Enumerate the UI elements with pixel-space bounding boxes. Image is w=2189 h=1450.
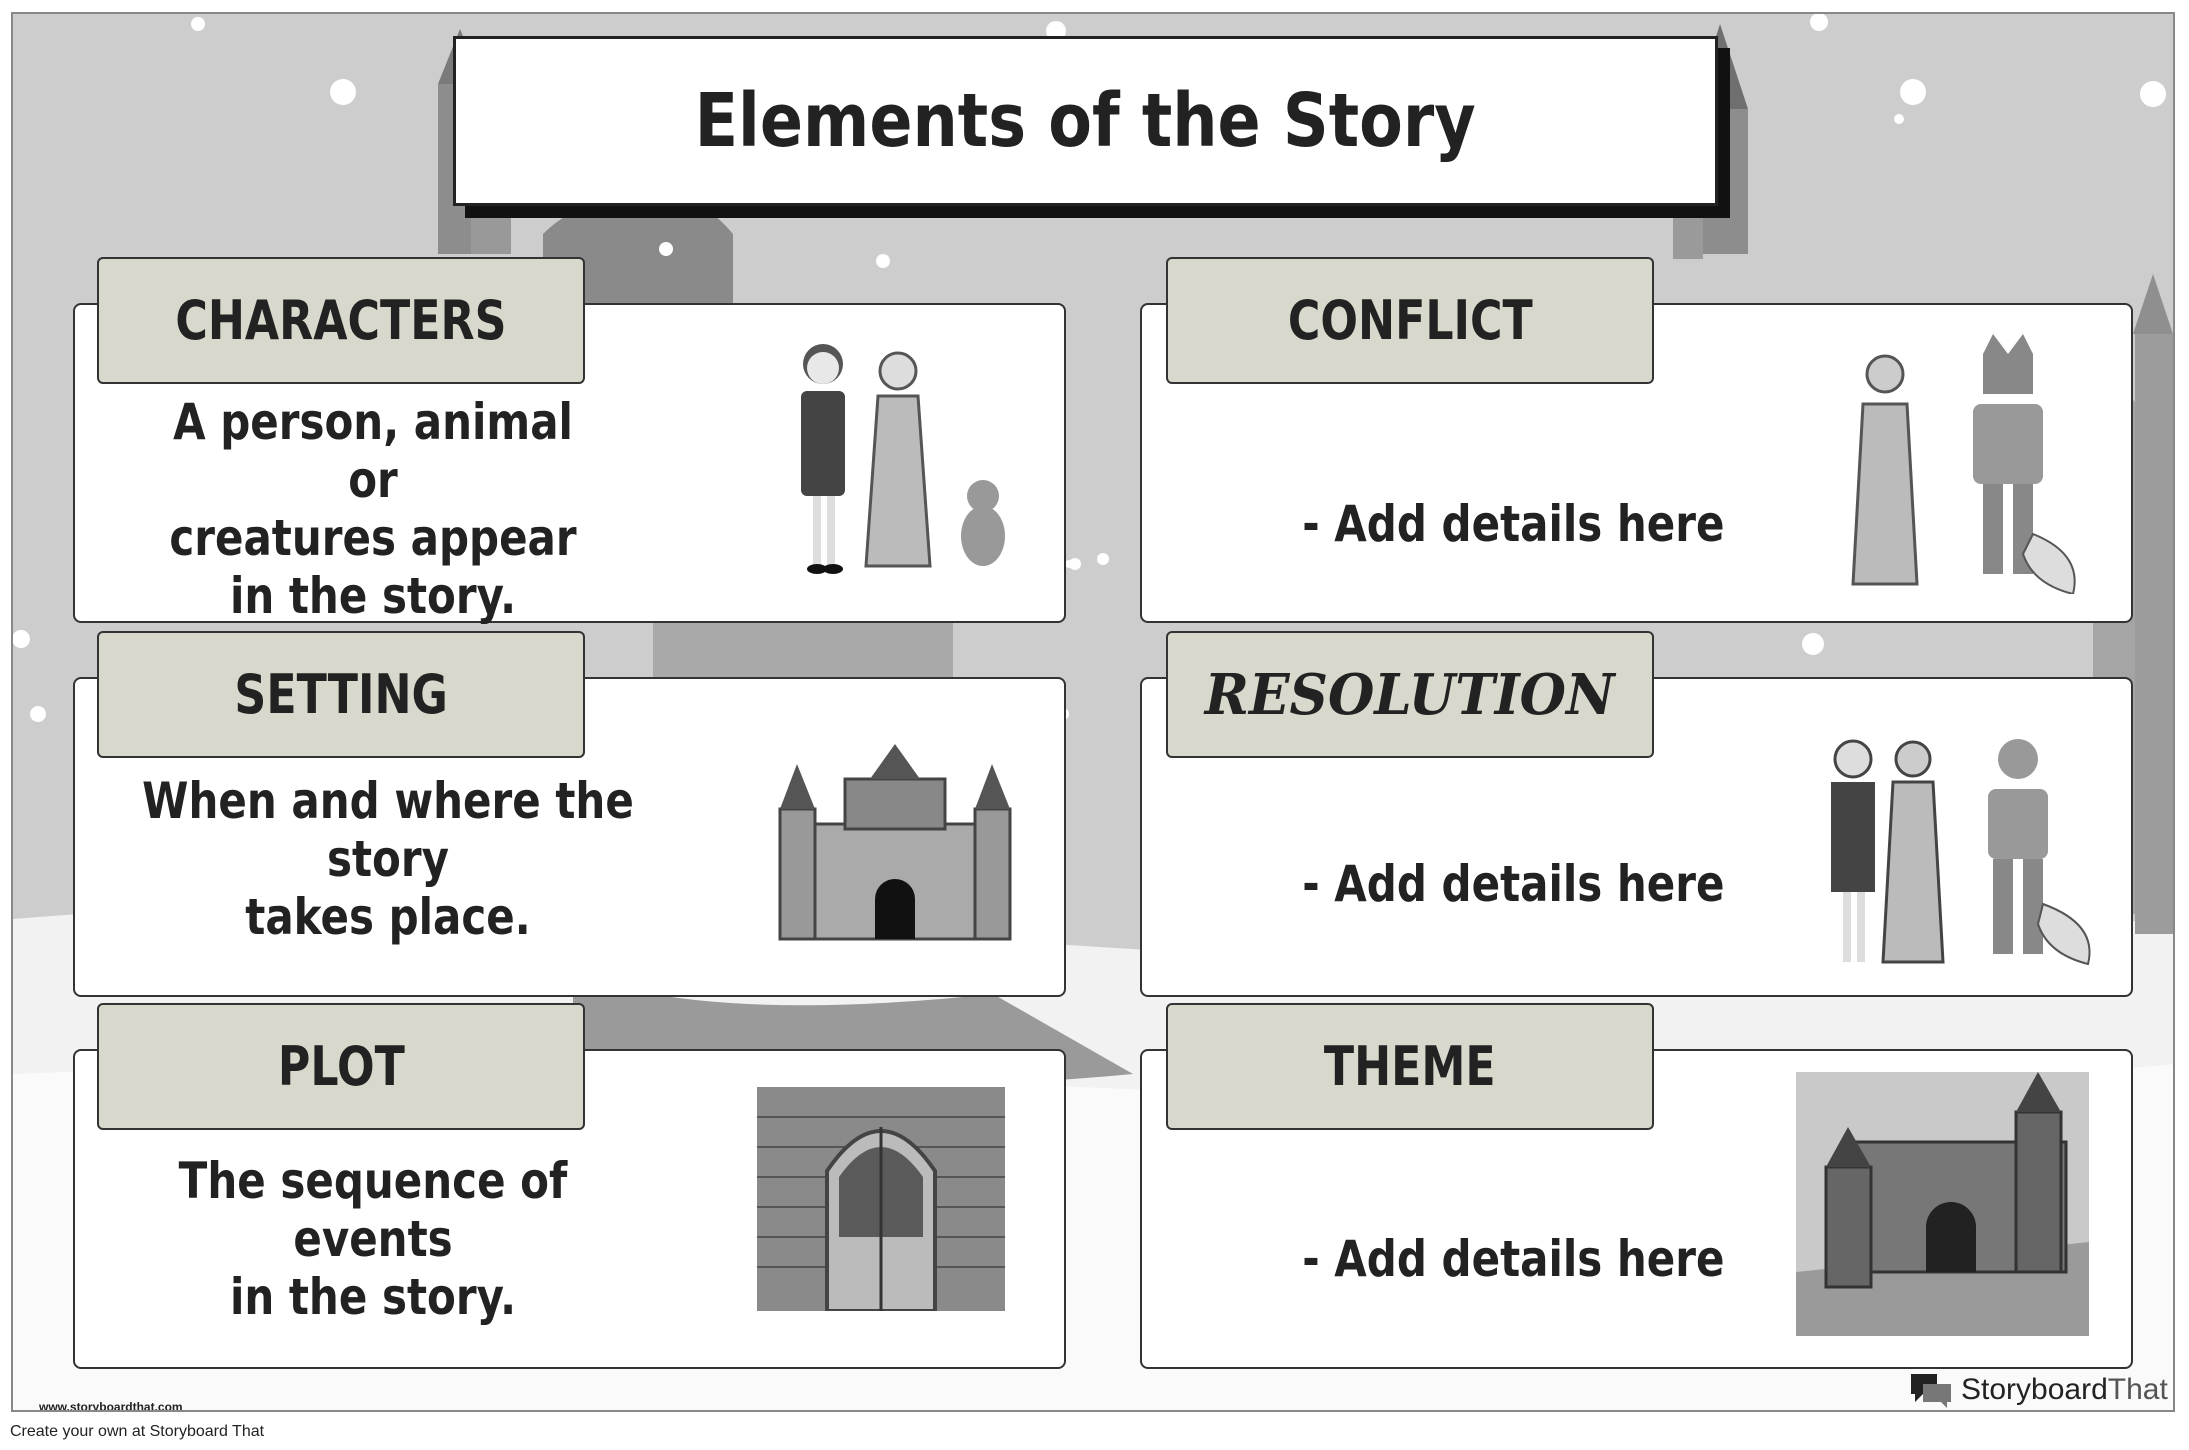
characters-description: A person, animal or creatures appear in … xyxy=(169,393,577,625)
storyboardthat-logo: StoryboardThat xyxy=(1909,1372,2168,1408)
speech-bubbles-icon xyxy=(1911,1374,1951,1408)
tab-resolution-label: RESOLUTION xyxy=(1205,661,1615,728)
theme-description: - Add details here xyxy=(1301,1230,1725,1288)
credit-link[interactable]: Create your own at Storyboard That xyxy=(10,1423,265,1440)
resolution-description: - Add details here xyxy=(1301,855,1725,913)
tab-theme: THEME xyxy=(1166,1003,1654,1130)
conflict-illustration xyxy=(1851,334,2076,594)
tab-conflict-label: CONFLICT xyxy=(1287,289,1533,352)
tab-characters-label: CHARACTERS xyxy=(175,289,507,352)
plot-description: The sequence of events in the story. xyxy=(178,1152,568,1326)
brand-second: That xyxy=(2107,1373,2168,1406)
castle-illustration xyxy=(778,744,1012,941)
door-illustration xyxy=(757,1087,1005,1311)
tab-resolution: RESOLUTION xyxy=(1166,631,1654,758)
tab-setting-label: SETTING xyxy=(234,663,448,726)
resolution-illustration xyxy=(1831,739,2091,966)
tab-plot: PLOT xyxy=(97,1003,585,1130)
page-title: Elements of the Story xyxy=(694,78,1477,164)
tab-theme-label: THEME xyxy=(1324,1035,1496,1098)
title-banner: Elements of the Story xyxy=(453,36,1718,206)
poster: Elements of the Story CHARACTERS A perso… xyxy=(11,12,2175,1412)
tab-plot-label: PLOT xyxy=(277,1035,405,1098)
conflict-description: - Add details here xyxy=(1301,495,1725,553)
tab-conflict: CONFLICT xyxy=(1166,257,1654,384)
fortress-illustration xyxy=(1796,1072,2089,1336)
characters-illustration xyxy=(801,344,1005,574)
brand-first: Storyboard xyxy=(1961,1373,2108,1406)
tab-setting: SETTING xyxy=(97,631,585,758)
tab-characters: CHARACTERS xyxy=(97,257,585,384)
footer-url: www.storyboardthat.com xyxy=(39,1400,183,1412)
setting-description: When and where the story takes place. xyxy=(142,772,634,946)
